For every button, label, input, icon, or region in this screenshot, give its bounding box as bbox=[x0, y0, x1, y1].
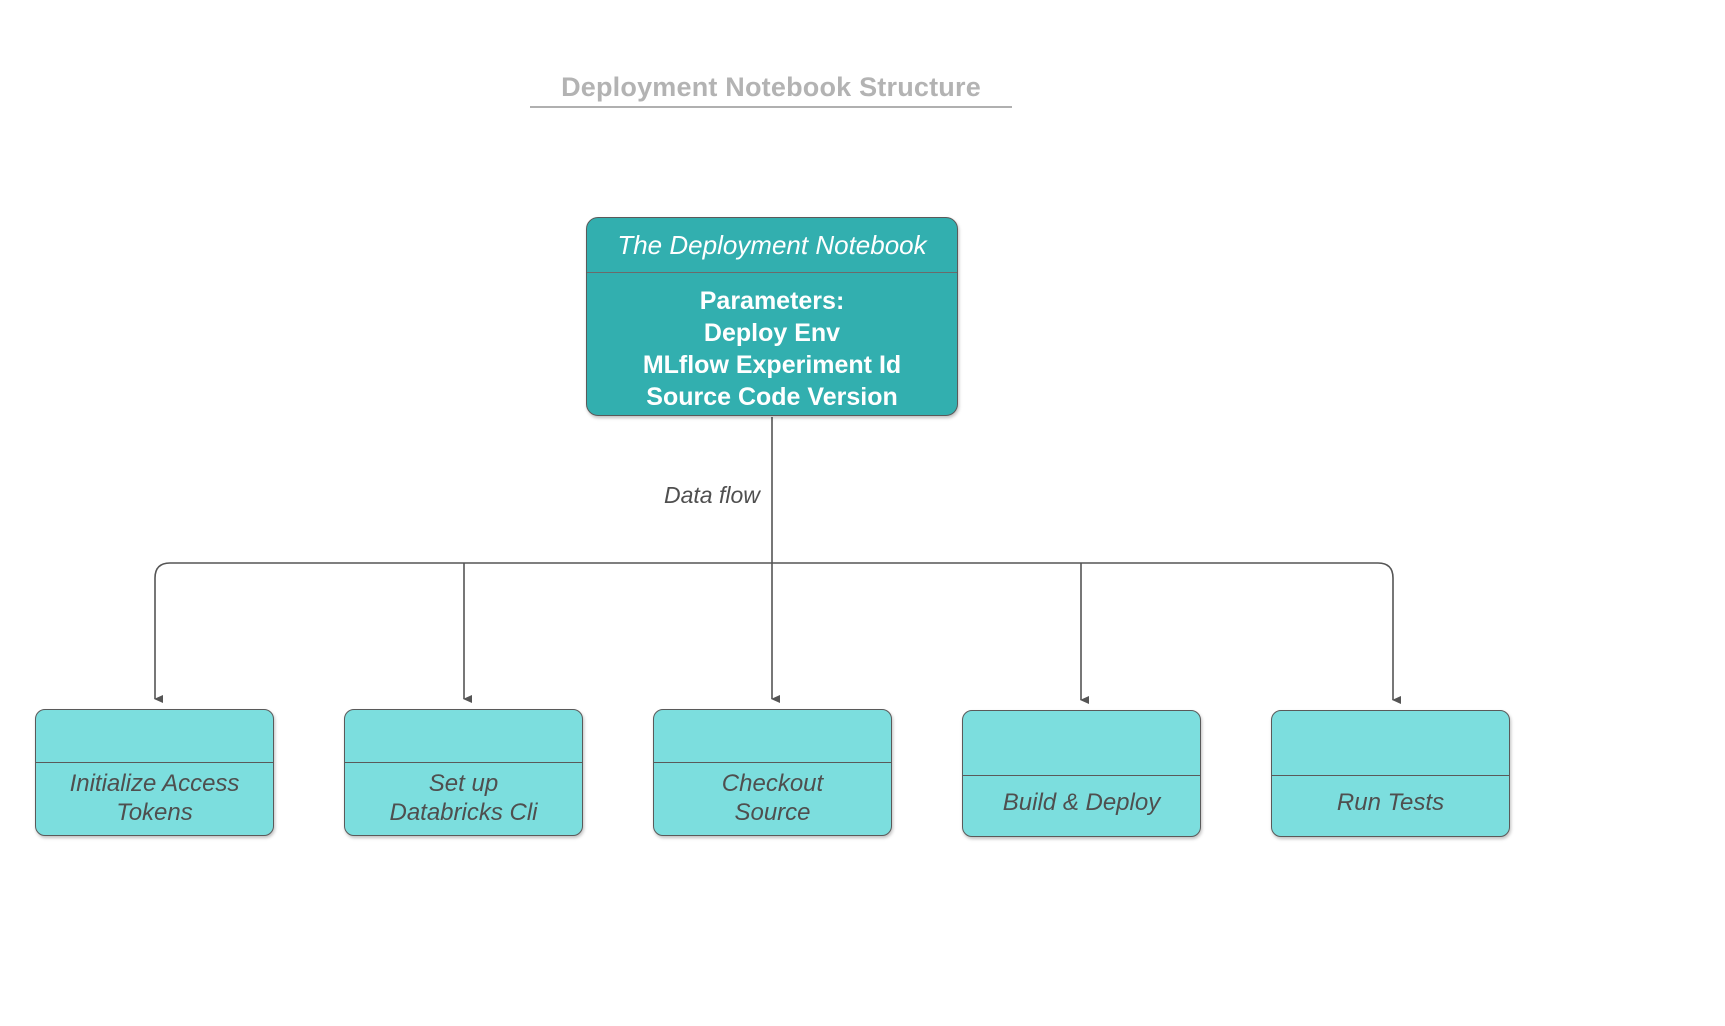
node-label-line-1: Tokens bbox=[116, 799, 193, 826]
node-label: Initialize Access Tokens bbox=[36, 763, 273, 827]
edge-label-data-flow: Data flow bbox=[664, 482, 760, 508]
node-label-line-1: Databricks Cli bbox=[389, 799, 538, 826]
node-label-line-0: Run Tests bbox=[1336, 789, 1445, 816]
page-title: Deployment Notebook Structure bbox=[561, 72, 981, 102]
parameter-line-1: Deploy Env bbox=[703, 319, 841, 347]
parameter-line-2: MLflow Experiment Id bbox=[642, 351, 902, 379]
node-label: Checkout Source bbox=[654, 763, 891, 827]
node-band bbox=[1272, 711, 1509, 776]
node-label: Build & Deploy bbox=[963, 776, 1200, 817]
node-label: Set up Databricks Cli bbox=[345, 763, 582, 827]
node-parameters-list: Parameters: Deploy Env MLflow Experiment… bbox=[587, 273, 957, 413]
node-label-line-0: Checkout bbox=[721, 770, 824, 797]
node-set-up-databricks-cli[interactable]: Set up Databricks Cli bbox=[344, 709, 583, 836]
node-band bbox=[654, 710, 891, 763]
title-underline bbox=[530, 106, 1012, 108]
node-band bbox=[963, 711, 1200, 776]
node-band bbox=[345, 710, 582, 763]
parameter-line-0: Parameters: bbox=[699, 287, 845, 315]
node-band bbox=[36, 710, 273, 763]
node-checkout-source[interactable]: Checkout Source bbox=[653, 709, 892, 836]
node-label-line-0: Initialize Access bbox=[69, 770, 240, 797]
node-initialize-access-tokens[interactable]: Initialize Access Tokens bbox=[35, 709, 274, 836]
node-header-title: The Deployment Notebook bbox=[587, 218, 957, 273]
node-deployment-notebook[interactable]: The Deployment Notebook Parameters: Depl… bbox=[586, 217, 958, 416]
bus-line bbox=[154, 562, 1394, 579]
node-label: Run Tests bbox=[1272, 776, 1509, 817]
node-label-line-1: Source bbox=[734, 799, 811, 826]
node-build-and-deploy[interactable]: Build & Deploy bbox=[962, 710, 1201, 837]
node-label-line-0: Build & Deploy bbox=[1002, 789, 1161, 816]
node-label-line-0: Set up bbox=[428, 770, 499, 797]
parameter-line-3: Source Code Version bbox=[646, 383, 898, 411]
node-run-tests[interactable]: Run Tests bbox=[1271, 710, 1510, 837]
